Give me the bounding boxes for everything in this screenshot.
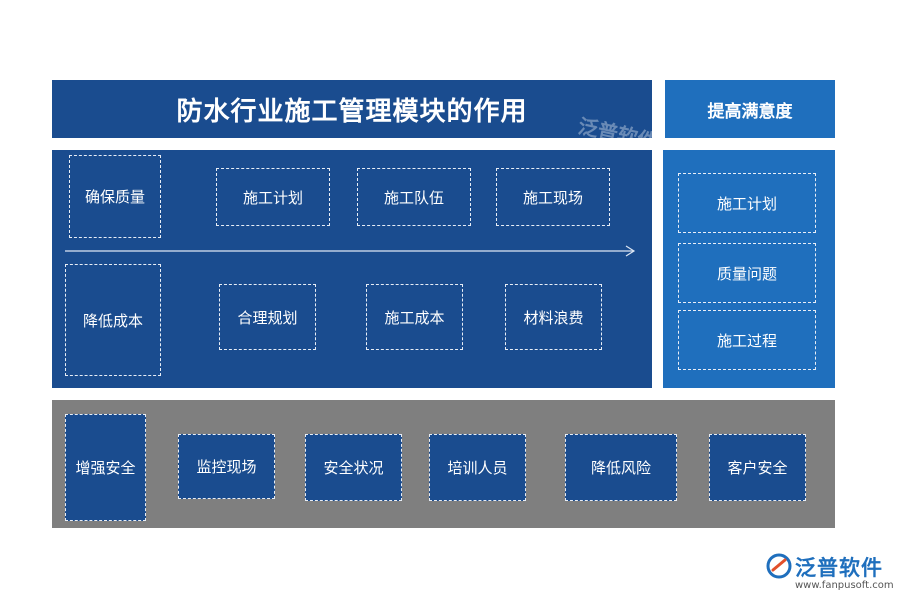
row2-label-box: 降低成本 xyxy=(65,264,161,376)
row1-item-1: 施工计划 xyxy=(216,168,330,226)
logo-text: 泛普软件 xyxy=(795,556,883,580)
side-item-1: 施工计划 xyxy=(678,173,816,233)
bottom-item-5: 客户安全 xyxy=(709,434,806,501)
bottom-item-3: 培训人员 xyxy=(429,434,526,501)
side-item-3: 施工过程 xyxy=(678,310,816,370)
page-title: 防水行业施工管理模块的作用 xyxy=(52,80,652,138)
bottom-item-4: 降低风险 xyxy=(565,434,677,501)
row2-item-3: 材料浪费 xyxy=(505,284,602,350)
bottom-label-box: 增强安全 xyxy=(65,414,146,521)
row1-item-2: 施工队伍 xyxy=(357,168,471,226)
side-item-2: 质量问题 xyxy=(678,243,816,303)
logo-url: www.fanpusoft.com xyxy=(795,580,894,591)
bottom-item-1: 监控现场 xyxy=(178,434,275,499)
bottom-item-2: 安全状况 xyxy=(305,434,402,501)
row2-item-2: 施工成本 xyxy=(366,284,463,350)
main-panel xyxy=(52,150,652,388)
flow-arrow xyxy=(65,245,636,257)
brand-logo: 泛普软件 www.fanpusoft.com xyxy=(765,550,895,596)
row1-label-box: 确保质量 xyxy=(69,155,161,238)
logo-icon xyxy=(766,553,792,579)
side-header: 提高满意度 xyxy=(665,80,835,138)
side-panel xyxy=(663,150,835,388)
row1-item-3: 施工现场 xyxy=(496,168,610,226)
row2-item-1: 合理规划 xyxy=(219,284,316,350)
